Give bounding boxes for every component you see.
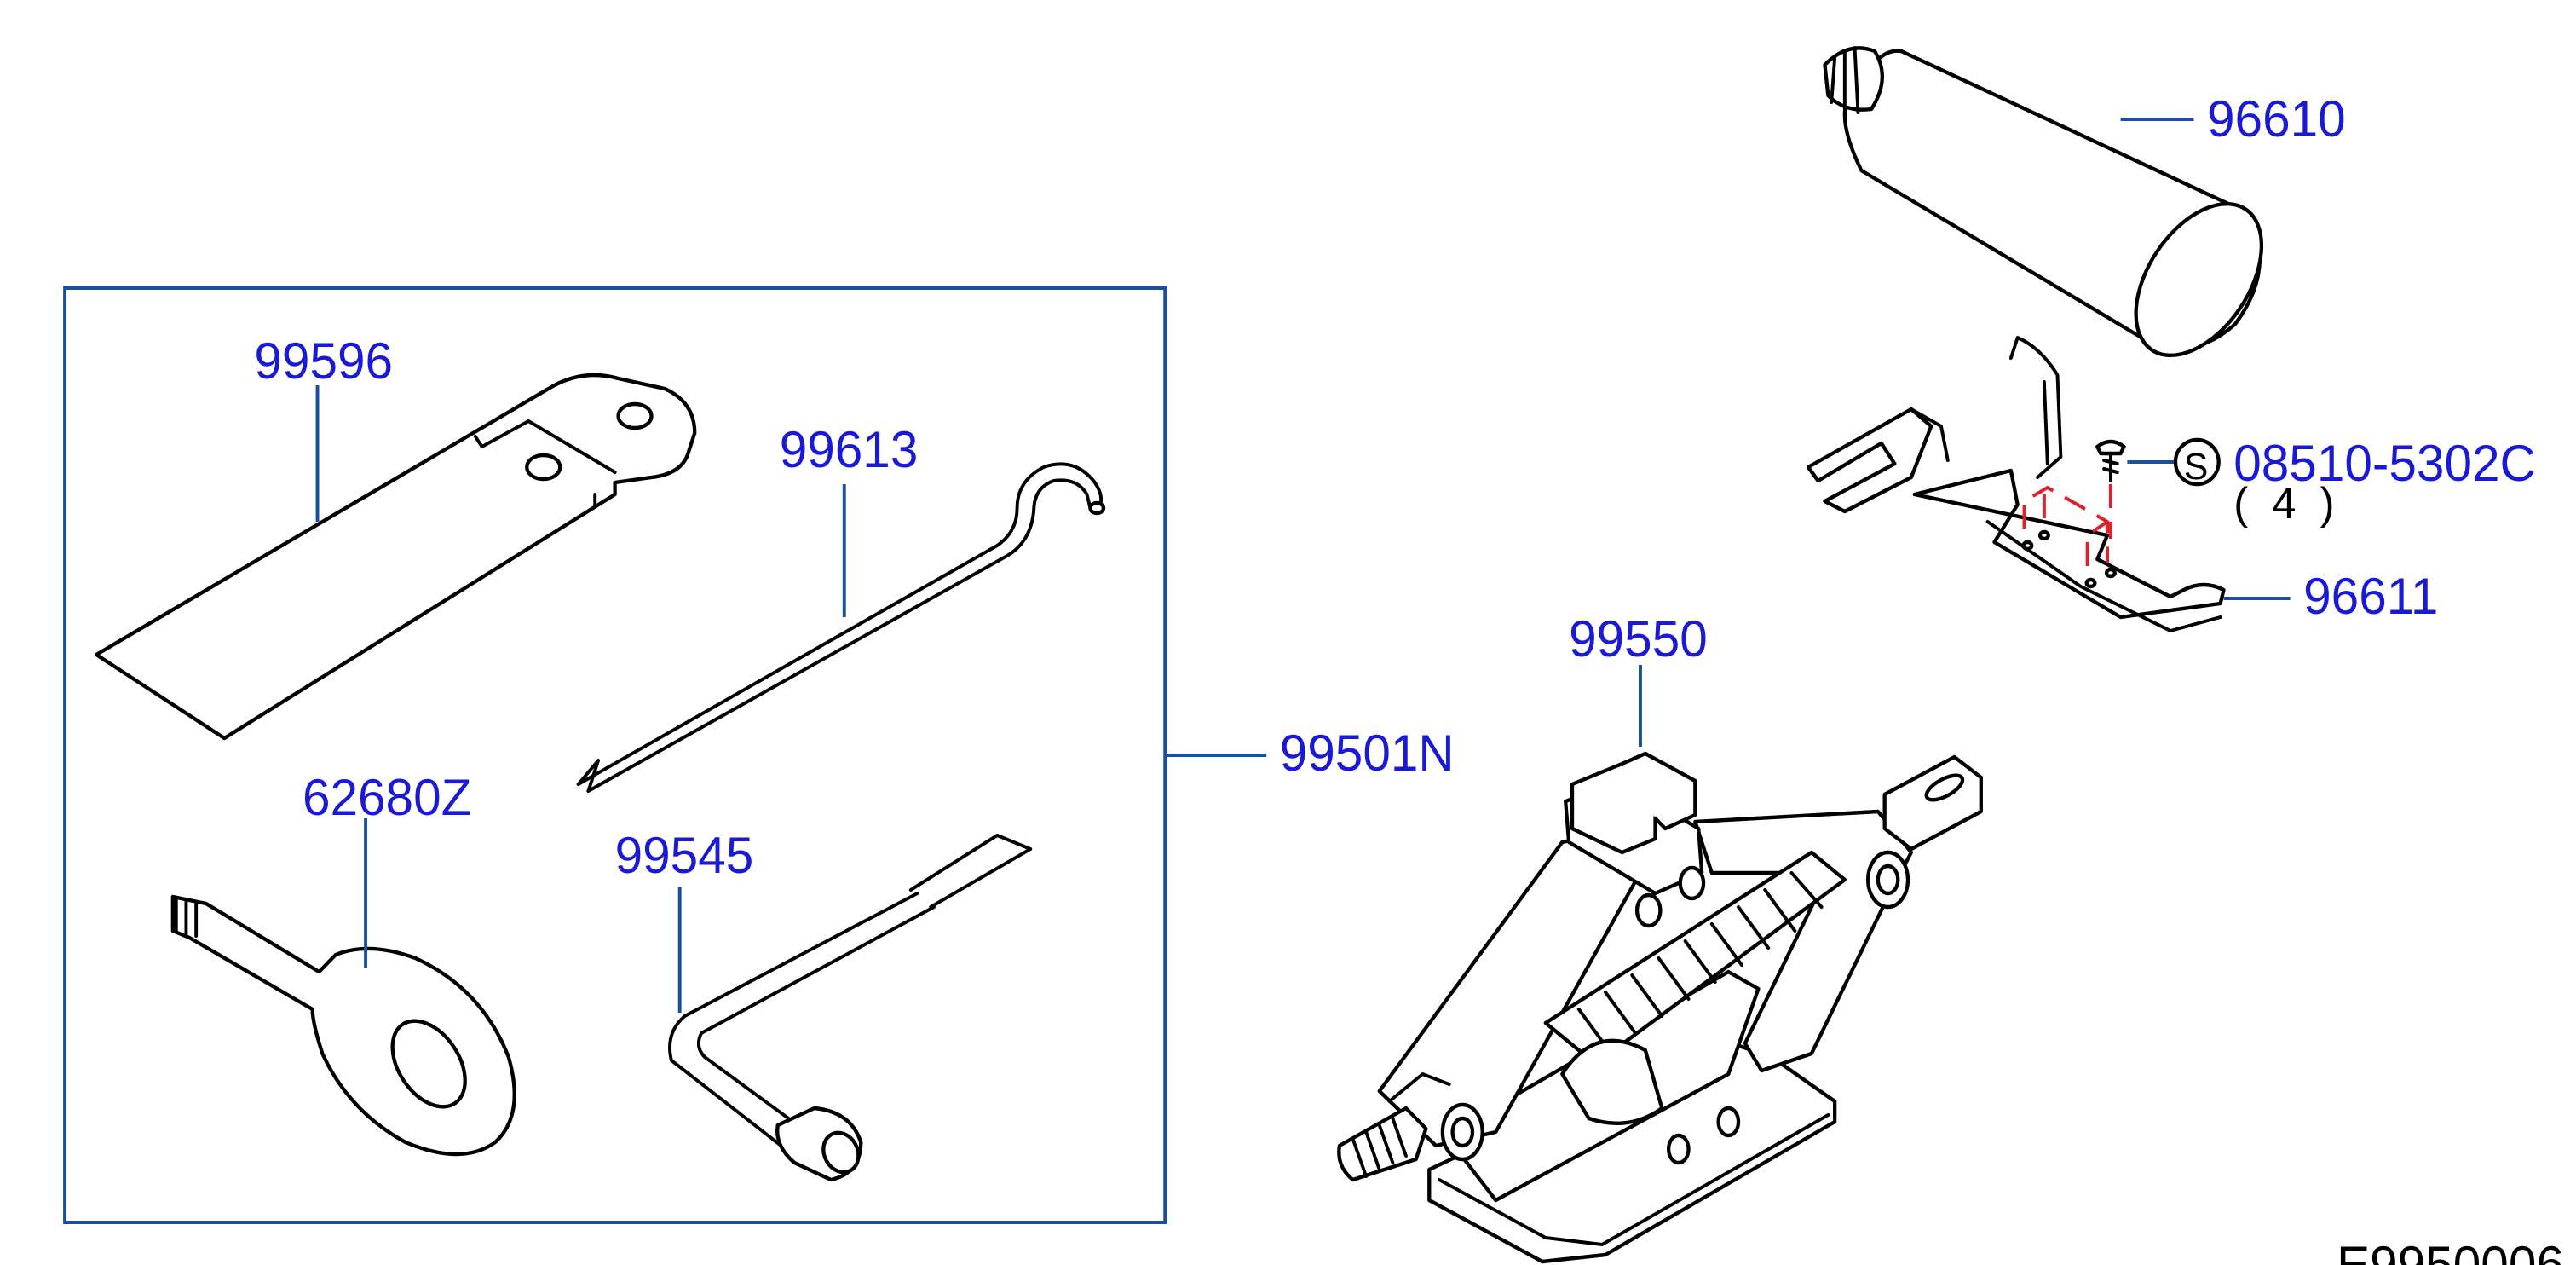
screw-install-guide (2022, 484, 2112, 566)
bottle-bracket-part[interactable] (1806, 336, 2226, 632)
part-label-tow-eye[interactable]: 62680Z (303, 768, 471, 826)
screw-symbol: S (2184, 447, 2209, 488)
part-label-bottle[interactable]: 96610 (2207, 90, 2346, 147)
wheel-wrench-part[interactable] (668, 834, 1033, 1182)
hook-rod-part[interactable] (576, 462, 1106, 793)
part-label-screw[interactable]: 08510-5302C (2233, 434, 2536, 492)
screw-quantity: ( 4 ) (2233, 478, 2334, 528)
part-label-bottle-bracket[interactable]: 96611 (2303, 567, 2438, 625)
tool-bag-part[interactable] (94, 373, 697, 741)
part-label-tool-bag[interactable]: 99596 (254, 332, 393, 390)
part-label-tool-kit[interactable]: 99501N (1280, 724, 1455, 782)
part-label-hook-rod[interactable]: 99613 (780, 420, 919, 478)
tow-eye-part[interactable] (170, 894, 516, 1157)
jack-part[interactable] (1337, 751, 1983, 1264)
screw-symbol-circle (2173, 437, 2221, 487)
screw-part[interactable] (2095, 439, 2126, 482)
part-label-jack[interactable]: 99550 (1569, 609, 1708, 667)
bottle-part[interactable] (1823, 46, 2287, 378)
diagram-reference-code: E9950006 (2337, 1235, 2564, 1265)
part-label-wheel-wrench[interactable]: 99545 (615, 826, 754, 884)
